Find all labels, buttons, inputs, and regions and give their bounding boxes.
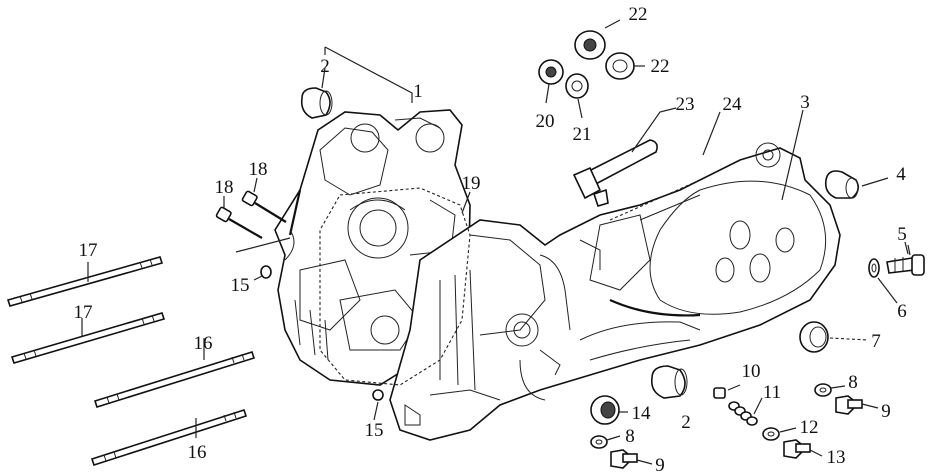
stud-16-upper bbox=[93, 351, 256, 408]
seal-14 bbox=[590, 395, 620, 425]
oring-11 bbox=[728, 401, 758, 426]
washer-12 bbox=[762, 427, 780, 441]
bearing-20 bbox=[538, 59, 564, 85]
callout-3: 3 bbox=[800, 92, 810, 113]
callout-5: 5 bbox=[897, 224, 907, 245]
seal-7 bbox=[799, 321, 829, 353]
callout-17: 17 bbox=[79, 240, 98, 261]
dowel-15-upper bbox=[260, 265, 272, 279]
callout-7: 7 bbox=[871, 331, 881, 352]
washer-6 bbox=[868, 258, 880, 278]
crankcase-right-half bbox=[389, 142, 841, 441]
callout-9: 9 bbox=[655, 455, 665, 476]
bushing-2-upper bbox=[300, 87, 333, 119]
callout-17: 17 bbox=[74, 302, 93, 323]
callout-21: 21 bbox=[573, 124, 592, 145]
bolt-5 bbox=[886, 244, 925, 276]
callout-8: 8 bbox=[625, 426, 635, 447]
callout-14: 14 bbox=[632, 403, 652, 424]
stud-17-lower bbox=[10, 312, 166, 364]
callout-11: 11 bbox=[763, 382, 781, 403]
washer-8-left bbox=[590, 435, 608, 449]
callout-15: 15 bbox=[365, 420, 384, 441]
bolt-13 bbox=[783, 439, 811, 459]
callout-10: 10 bbox=[742, 361, 761, 382]
callout-13: 13 bbox=[827, 447, 846, 468]
bearing-21 bbox=[565, 73, 589, 99]
callout-12: 12 bbox=[800, 417, 819, 438]
bearing-22-upper bbox=[574, 30, 606, 60]
callout-22: 22 bbox=[651, 56, 670, 77]
bolt-18-right bbox=[241, 190, 287, 223]
callout-4: 4 bbox=[896, 164, 906, 185]
callout-6: 6 bbox=[897, 301, 907, 322]
tube-23 bbox=[572, 139, 658, 207]
callout-22: 22 bbox=[629, 4, 648, 25]
callout-20: 20 bbox=[536, 111, 555, 132]
bolt-18-left bbox=[215, 206, 263, 239]
callout-23: 23 bbox=[676, 94, 695, 115]
dowel-15-lower bbox=[372, 389, 384, 401]
callout-1: 1 bbox=[413, 81, 423, 102]
callout-8: 8 bbox=[848, 372, 858, 393]
callout-2: 2 bbox=[320, 56, 330, 77]
callout-16: 16 bbox=[188, 442, 207, 463]
stud-16-lower bbox=[90, 408, 248, 467]
callout-18: 18 bbox=[249, 159, 268, 180]
leader-lines bbox=[81, 19, 909, 465]
bolt-9-right bbox=[835, 395, 863, 415]
callout-labels: 1 2 2 3 4 5 6 7 8 8 9 9 10 11 12 13 14 1… bbox=[74, 4, 907, 476]
stud-17-upper bbox=[6, 256, 164, 307]
dowel-10 bbox=[713, 387, 726, 399]
bolt-9-left bbox=[610, 449, 638, 469]
callout-18: 18 bbox=[215, 177, 234, 198]
gasket-19 bbox=[319, 187, 471, 386]
callout-16: 16 bbox=[194, 333, 213, 354]
bushing-2-lower bbox=[650, 365, 688, 399]
callout-19: 19 bbox=[462, 173, 481, 194]
bearing-22-lower bbox=[605, 52, 635, 80]
callout-2: 2 bbox=[681, 412, 691, 433]
callout-15: 15 bbox=[231, 275, 250, 296]
bushing-4 bbox=[824, 170, 860, 199]
callout-24: 24 bbox=[723, 94, 743, 115]
callout-9: 9 bbox=[881, 401, 891, 422]
washer-8-right bbox=[814, 383, 832, 397]
